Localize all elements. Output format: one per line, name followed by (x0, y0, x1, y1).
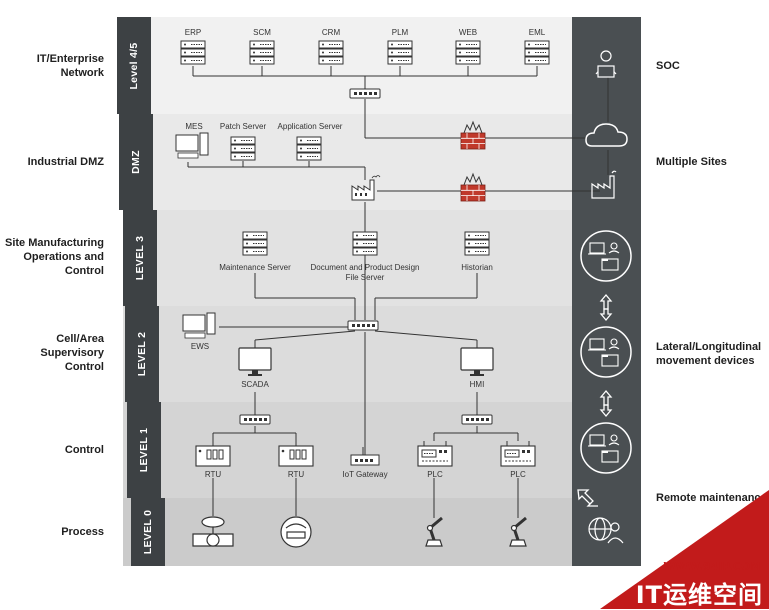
web-server-icon (455, 40, 481, 65)
erp-label: ERP (184, 28, 202, 37)
watermark-url: WWW.94IP.COM (663, 560, 761, 573)
hmi-switch-icon (461, 414, 493, 425)
level-tab-1: LEVEL 1 (127, 402, 161, 498)
hmi-label: HMI (469, 380, 485, 389)
level-tab-2: LEVEL 2 (125, 306, 159, 402)
level-tab-0: LEVEL 0 (131, 498, 165, 566)
ews-label: EWS (190, 342, 210, 351)
level-tab-3: LEVEL 3 (123, 210, 157, 306)
enterprise-switch-icon (349, 88, 381, 99)
enterprise-bus (187, 66, 609, 518)
right-column (572, 17, 641, 566)
crm-server-icon (318, 40, 344, 65)
gauge-meter-icon (280, 516, 312, 548)
rtu-1-icon (195, 445, 231, 467)
scada-monitor-icon (238, 347, 272, 377)
label-multiple-sites: Multiple Sites (656, 156, 727, 168)
plm-label: PLM (391, 28, 409, 37)
document-file-server-label: Document and Product Design File Server (310, 263, 420, 282)
label-industrial-dmz: Industrial DMZ (27, 156, 104, 168)
plc-1-label: PLC (427, 470, 443, 479)
label-lateral-movement: Lateral/Longitudinal movement devices (656, 341, 762, 367)
web-label: WEB (458, 28, 478, 37)
robot-arm-2-icon (509, 516, 527, 547)
monitored-device-3-icon (580, 422, 632, 474)
crm-label: CRM (321, 28, 341, 37)
core-switch-icon (347, 320, 379, 331)
watermark-text: IT运维空间 (635, 581, 763, 609)
label-site-manufacturing: Site Manufacturing Operations and Contro… (4, 237, 104, 277)
label-cell-area: Cell/Area Supervisory Control (40, 333, 104, 373)
monitored-device-1-icon (580, 230, 632, 282)
eml-label: EML (528, 28, 546, 37)
monitored-device-2-icon (580, 326, 632, 378)
scm-label: SCM (253, 28, 271, 37)
document-file-server-icon (352, 231, 378, 256)
label-control: Control (64, 444, 104, 456)
maintenance-server-icon (242, 231, 268, 256)
label-remote-maintenance: Remote maintenance (656, 492, 767, 504)
label-soc: SOC (656, 60, 680, 72)
scada-switch-icon (239, 414, 271, 425)
application-server-icon (296, 136, 322, 161)
label-it-enterprise: IT/Enterprise Network (36, 53, 104, 79)
mes-label: MES (185, 122, 203, 131)
vertical-arrow-1-icon (599, 293, 613, 322)
hmi-monitor-icon (460, 347, 494, 377)
mes-workstation-icon (175, 132, 209, 159)
ews-workstation-icon (182, 312, 216, 339)
plc-2-icon (500, 440, 536, 467)
level-tab-45: Level 4/5 (117, 17, 151, 114)
firewall-upper-icon (460, 121, 486, 150)
watermark-ribbon (600, 490, 769, 609)
maintenance-server-label: Maintenance Server (219, 263, 291, 272)
eml-server-icon (524, 40, 550, 65)
rtu-2-icon (278, 445, 314, 467)
plc-1-icon (417, 440, 453, 467)
rtu-2-label: RTU (287, 470, 305, 479)
plc-2-label: PLC (510, 470, 526, 479)
cloud-icon (585, 123, 628, 147)
diagonal-arrow-icon (577, 489, 598, 507)
patch-server-icon (230, 136, 256, 161)
iot-gateway-label: IoT Gateway (342, 470, 388, 479)
rtu-1-label: RTU (204, 470, 222, 479)
label-process: Process (61, 526, 104, 538)
soc-analyst-icon (595, 50, 617, 78)
iot-gateway-icon (350, 447, 380, 466)
band-level45 (123, 17, 572, 114)
multiple-sites-factory-icon (591, 170, 617, 199)
robot-arm-1-icon (425, 516, 443, 547)
band-level0 (123, 498, 572, 566)
dmz-factory-icon (351, 175, 381, 201)
erp-server-icon (180, 40, 206, 65)
level-tab-dmz: DMZ (119, 114, 153, 210)
scm-server-icon (249, 40, 275, 65)
application-server-label: Application Server (277, 122, 343, 131)
scada-label: SCADA (241, 380, 269, 389)
patch-server-label: Patch Server (219, 122, 267, 131)
historian-server-icon (464, 231, 490, 256)
vertical-arrow-2-icon (599, 389, 613, 418)
plm-server-icon (387, 40, 413, 65)
historian-label: Historian (461, 263, 493, 272)
remote-maintenance-globe-icon (588, 517, 624, 544)
valve-icon (192, 516, 234, 547)
band-dmz (123, 114, 572, 210)
band-level3 (123, 210, 572, 306)
firewall-lower-icon (460, 173, 486, 202)
